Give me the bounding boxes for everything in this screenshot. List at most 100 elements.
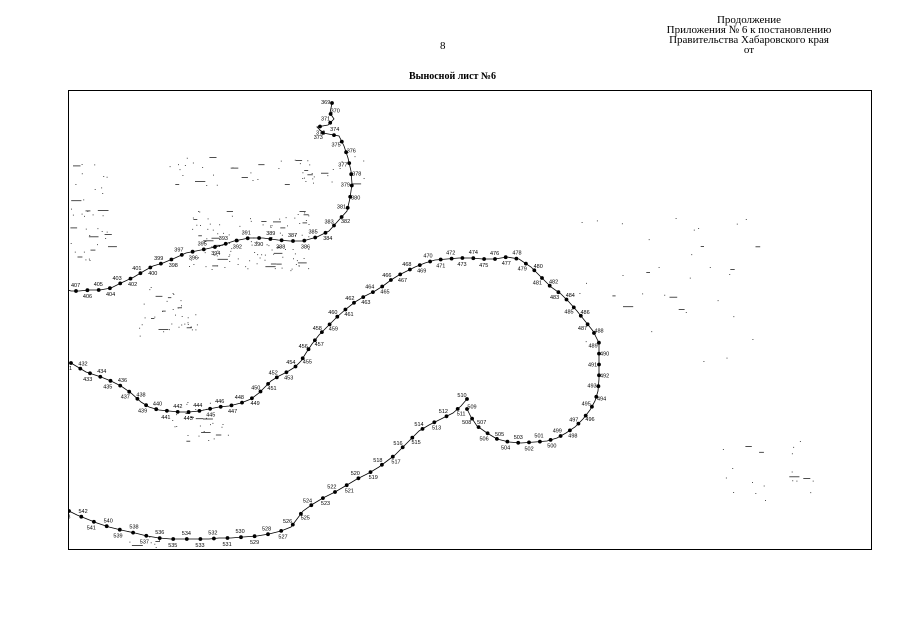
scan-noise-mark [354,156,356,158]
boundary-point-456 [306,347,311,352]
scan-noise-mark [302,222,308,224]
boundary-point-label: 437 [121,395,130,401]
boundary-point-503 [516,440,521,445]
boundary-point-502 [527,440,531,445]
boundary-point-label: 529 [250,540,259,546]
boundary-point-label: 399 [154,256,163,262]
scan-noise-mark [669,296,678,298]
boundary-point-label: 389 [266,231,275,237]
scan-noise-mark [745,446,752,447]
scan-noise-mark [85,228,87,230]
boundary-point-label: 527 [278,535,287,541]
scan-noise-mark [352,183,362,185]
scan-noise-mark [167,297,172,299]
boundary-point-label: 526 [283,519,292,525]
boundary-point-label: 513 [432,426,441,432]
boundary-point-label: 453 [284,376,293,382]
boundary-point-486 [578,313,583,318]
boundary-point-label: 464 [365,285,374,291]
scan-noise-mark [214,244,224,246]
boundary-point-391 [245,236,250,241]
scan-noise-mark [141,324,143,326]
boundary-point-478 [514,256,519,261]
boundary-point-378 [349,172,354,177]
boundary-point-label: 392 [233,244,242,250]
boundary-point-label: 371 [321,117,330,123]
boundary-point-label: 533 [195,543,204,549]
boundary-point-512 [444,414,449,419]
page-number: 8 [440,40,446,52]
scan-noise-mark [108,246,117,248]
boundary-point-473 [460,256,465,260]
scan-noise-mark [187,435,189,436]
boundary-point-374 [332,133,336,137]
boundary-point-392 [234,238,239,243]
boundary-point-395 [201,247,206,252]
boundary-point-528 [266,532,270,537]
boundary-point-398 [169,257,174,262]
boundary-point-401 [138,271,143,276]
scan-noise-mark [192,228,194,230]
scan-noise-mark [227,434,229,436]
scan-noise-mark [198,435,200,437]
scan-noise-mark [282,256,284,258]
boundary-point-label: 404 [106,292,115,298]
scan-noise-mark [209,402,211,404]
boundary-point-476 [493,257,497,261]
scan-noise-mark [212,229,214,231]
scan-noise-mark [221,426,223,428]
scan-noise-mark [129,541,131,543]
boundary-point-label: 383 [325,220,334,226]
scan-noise-mark [271,249,273,251]
scan-noise-mark [162,310,166,312]
scan-noise-mark [261,221,267,222]
boundary-point-514 [420,427,425,431]
scan-noise-mark [812,480,814,482]
scan-noise-mark [171,323,173,325]
scan-noise-mark [204,252,206,254]
boundary-point-381 [345,205,350,210]
scan-noise-mark [303,214,309,216]
scan-noise-mark [279,232,281,234]
boundary-point-431 [69,361,73,365]
boundary-point-449 [250,396,254,401]
boundary-point-label: 432 [78,361,87,367]
scan-noise-mark [313,176,315,178]
boundary-point-label: 402 [128,282,137,288]
scan-noise-mark [312,178,314,180]
boundary-point-394 [213,245,217,249]
header-line-3: Правительства Хабаровского края [669,34,829,46]
boundary-point-526 [290,522,295,527]
boundary-point-506 [485,431,490,436]
scan-noise-mark [81,213,83,215]
scan-noise-mark [327,175,329,177]
scan-noise-mark [301,234,303,236]
boundary-point-385 [313,235,318,240]
boundary-point-529 [252,534,257,539]
boundary-point-label: 534 [182,531,191,537]
scan-noise-mark [250,220,252,222]
scan-noise-mark [270,225,271,227]
boundary-point-460 [335,314,340,319]
scan-noise-mark [106,176,108,178]
scan-noise-mark [72,214,74,216]
boundary-point-532 [212,536,216,541]
boundary-point-517 [390,454,395,459]
boundary-point-454 [293,364,298,369]
boundary-point-493 [596,384,601,389]
scan-noise-mark [189,266,190,267]
boundary-point-435 [108,378,113,383]
boundary-point-label: 508 [462,420,471,426]
scan-noise-mark [281,267,283,269]
boundary-point-457 [313,338,317,343]
boundary-point-label: 377 [338,162,347,168]
boundary-point-label: 519 [369,475,378,481]
boundary-point-439 [144,403,148,408]
scan-noise-mark [189,416,194,418]
scan-noise-mark [803,478,811,479]
boundary-point-507 [476,425,481,429]
boundary-point-label: 541 [87,525,96,531]
scan-noise-mark [295,160,303,161]
scan-noise-mark [305,220,307,221]
boundary-point-509 [465,407,469,411]
